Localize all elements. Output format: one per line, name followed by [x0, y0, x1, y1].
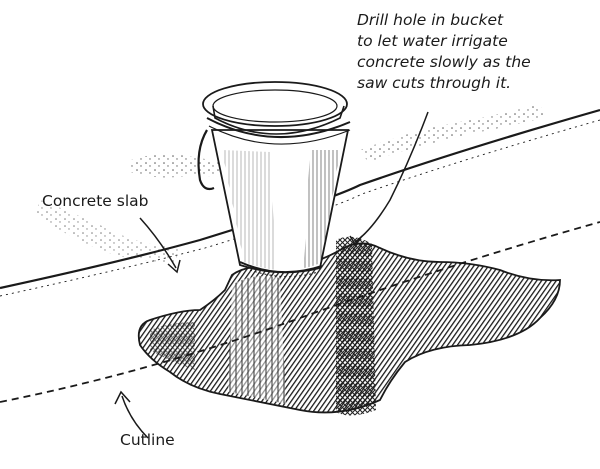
- cutline-label: Cutline: [120, 431, 175, 449]
- cutline-arrowhead: [114, 390, 131, 405]
- bucket: [197, 81, 351, 278]
- leader-lines: [114, 111, 429, 439]
- drill-note-line-3: concrete slowly as the: [357, 53, 531, 71]
- drill-note-line-4: saw cuts through it.: [357, 74, 512, 92]
- wet-area: [137, 236, 561, 416]
- cutline-path: [0, 221, 600, 403]
- cutline-leader: [121, 395, 149, 439]
- drill-note-arrowhead: [349, 235, 363, 246]
- concrete-slab-label: Concrete slab: [42, 192, 149, 210]
- slab-leader: [139, 217, 177, 269]
- drill-note-line-1: Drill hole in bucket: [357, 11, 504, 29]
- drill-note-leader: [354, 111, 429, 243]
- slab-arrowhead: [167, 259, 181, 274]
- drill-hole-callout: Drill hole in bucket to let water irriga…: [357, 10, 531, 94]
- drill-note-line-2: to let water irrigate: [357, 32, 508, 50]
